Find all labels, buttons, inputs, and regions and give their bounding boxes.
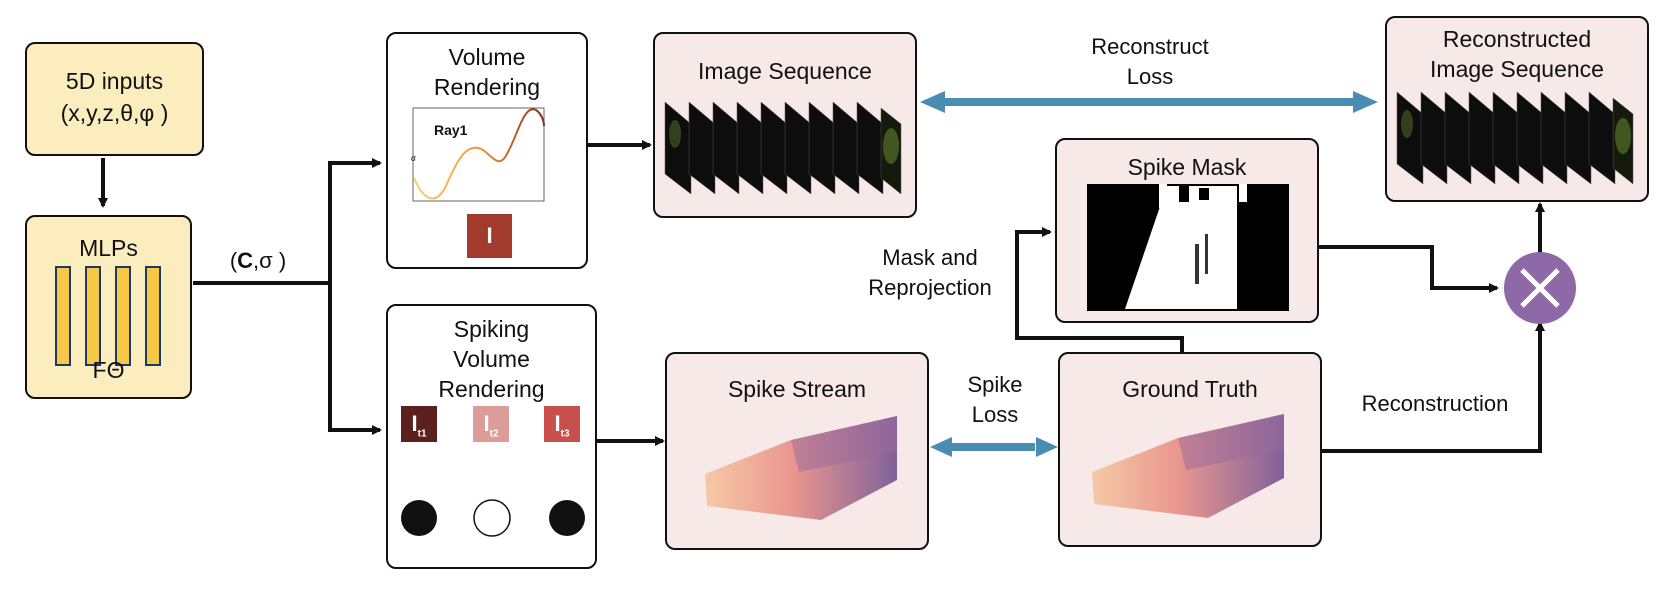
- reconstructed-frames: [1396, 91, 1634, 185]
- reconstruction-label: Reconstruction: [1361, 391, 1509, 416]
- mlp-layer-bar: [145, 266, 161, 366]
- mlp-layer-bar: [55, 266, 71, 366]
- mlp-function: FΘ: [92, 357, 125, 383]
- arrow-to-spiking-rendering: [328, 283, 382, 435]
- mlp-box: MLPs FΘ: [25, 215, 192, 399]
- pixel-t1: It1: [401, 406, 437, 442]
- ground-truth-box: Ground Truth: [1058, 352, 1322, 547]
- ray-density-plot: σ: [411, 107, 545, 202]
- inputs-title: 5D inputs: [65, 68, 164, 94]
- spiking-title-2: Volume: [453, 346, 530, 372]
- spike-loss-label: Spike Loss: [967, 372, 1023, 427]
- spike-mask-title: Spike Mask: [1127, 154, 1247, 180]
- spike-stream-box: Spike Stream: [665, 352, 929, 550]
- arrow-mask-to-multiply: [1318, 245, 1499, 293]
- image-sequence-frames: [664, 101, 902, 195]
- mlp-layer-bar: [85, 266, 101, 366]
- spike-on-dot: [549, 500, 585, 536]
- volume-rendering-title-1: Volume: [448, 44, 526, 70]
- spiking-rendering-box: Spiking Volume Rendering It1 It2 It3: [386, 304, 597, 569]
- mask-reprojection-label: Mask and Reprojection: [868, 245, 992, 300]
- spike-mask-box: Spike Mask: [1055, 138, 1319, 323]
- mlp-layer-bar: [115, 266, 131, 366]
- volume-rendering-box: Volume Rendering σ Ray1 I: [386, 32, 588, 269]
- spike-off-dot: [473, 499, 511, 537]
- reconstruct-loss-label: Reconstruct Loss: [1091, 34, 1209, 89]
- render-pixel: I: [467, 214, 512, 258]
- image-sequence-title: Image Sequence: [698, 58, 872, 84]
- reconstructed-sequence-box: Reconstructed Image Sequence: [1385, 16, 1649, 202]
- arrow-mask-reprojection: [1015, 227, 1184, 352]
- volume-rendering-title-2: Rendering: [433, 74, 541, 100]
- spiking-title-1: Spiking: [453, 316, 530, 342]
- reconstructed-title-2: Image Sequence: [1430, 56, 1604, 82]
- inputs-box: 5D inputs (x,y,z,θ,φ ): [25, 42, 204, 156]
- spike-on-dot: [401, 500, 437, 536]
- pixel-t2: It2: [473, 406, 509, 442]
- spike-outputs: [401, 499, 585, 537]
- arrow-reconstruction: [1320, 321, 1545, 453]
- arrow-to-volume-rendering: [328, 158, 382, 283]
- mlp-title: MLPs: [79, 235, 138, 261]
- spike-stream-cloud: [705, 416, 897, 520]
- inputs-vars: (x,y,z,θ,φ ): [60, 100, 169, 126]
- image-sequence-box: Image Sequence: [653, 32, 917, 218]
- spike-mask-image: [1087, 184, 1289, 311]
- plot-y-label: σ: [411, 154, 416, 163]
- reconstructed-title-1: Reconstructed: [1442, 26, 1592, 52]
- plot-title: Ray1: [434, 122, 468, 138]
- ground-truth-title: Ground Truth: [1122, 376, 1258, 402]
- spiking-title-3: Rendering: [438, 376, 545, 402]
- multiply-node: [1504, 252, 1576, 324]
- spike-stream-title: Spike Stream: [727, 376, 867, 402]
- edge-label-c-sigma: (C,σ ): [229, 248, 287, 273]
- pixel-t3: It3: [544, 406, 580, 442]
- ground-truth-cloud: [1092, 414, 1284, 518]
